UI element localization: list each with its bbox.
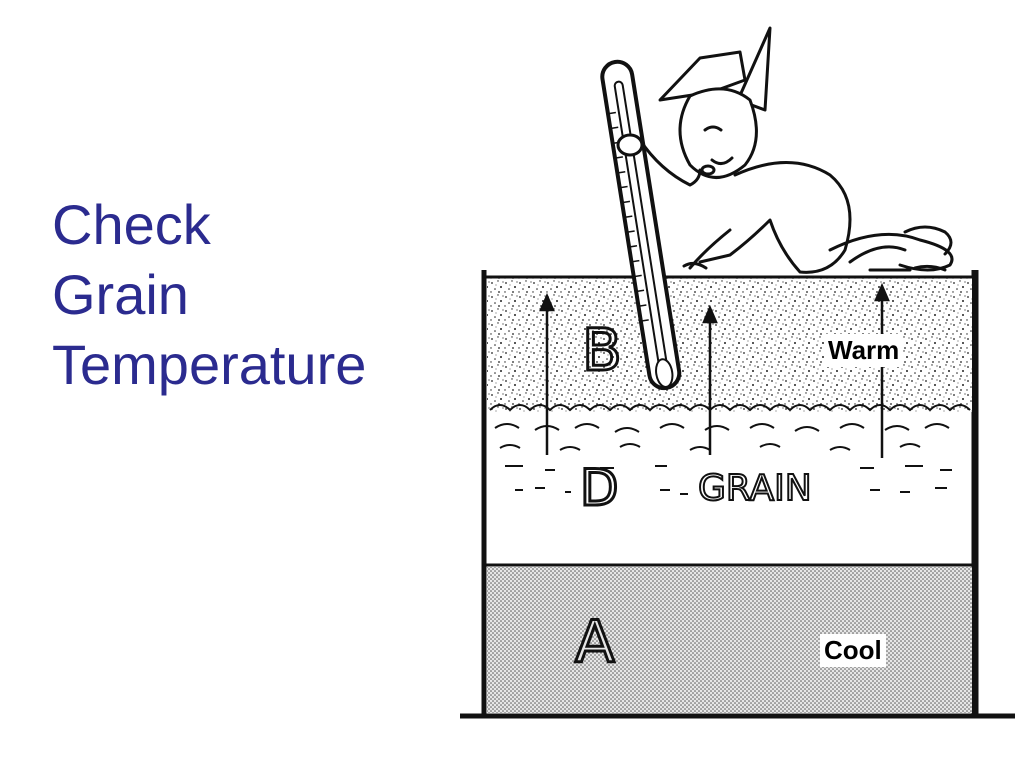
slide-title: Check Grain Temperature xyxy=(52,190,366,400)
zone-a-letter: A xyxy=(575,608,615,676)
title-line-check: Check xyxy=(52,193,211,256)
airflow-arrows xyxy=(539,282,890,458)
zone-d-grain-word: GRAIN xyxy=(698,468,812,509)
title-line-temperature: Temperature xyxy=(52,333,367,396)
elf-character xyxy=(616,26,954,274)
cool-label: Cool xyxy=(820,634,886,667)
zone-d-letter: D xyxy=(580,459,619,517)
grain-surface-bumps xyxy=(489,404,971,495)
grain-bin-illustration: B D GRAIN A xyxy=(460,26,1015,719)
zone-b-letter: B xyxy=(582,316,622,384)
zone-a-cool-layer xyxy=(487,567,972,713)
warm-label: Warm xyxy=(824,334,904,367)
title-line-grain: Grain xyxy=(52,263,189,326)
